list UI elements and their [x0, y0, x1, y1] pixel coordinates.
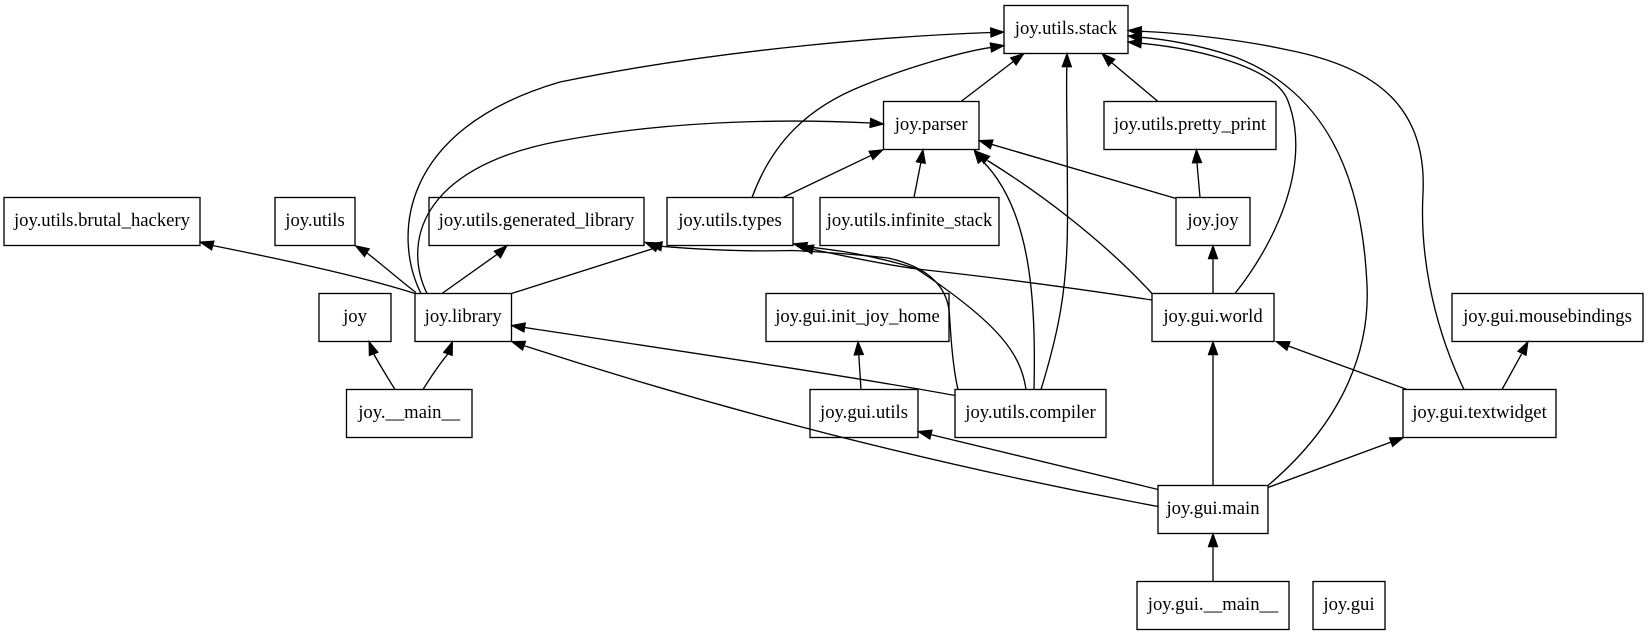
svg-text:joy.utils.compiler: joy.utils.compiler	[964, 402, 1096, 423]
svg-text:joy.utils.brutal_hackery: joy.utils.brutal_hackery	[13, 210, 191, 231]
svg-text:joy.utils.stack: joy.utils.stack	[1014, 18, 1118, 39]
svg-text:joy.utils.types: joy.utils.types	[677, 210, 781, 231]
svg-text:joy.__main__: joy.__main__	[357, 402, 461, 423]
svg-text:joy.utils.generated_library: joy.utils.generated_library	[438, 210, 635, 231]
svg-text:joy: joy	[342, 306, 368, 327]
svg-text:joy.gui.mousebindings: joy.gui.mousebindings	[1462, 306, 1632, 327]
svg-text:joy.parser: joy.parser	[894, 114, 969, 135]
svg-text:joy.gui.init_joy_home: joy.gui.init_joy_home	[774, 306, 940, 327]
svg-text:joy.gui.__main__: joy.gui.__main__	[1147, 594, 1279, 615]
svg-text:joy.joy: joy.joy	[1186, 210, 1239, 231]
svg-text:joy.gui.textwidget: joy.gui.textwidget	[1411, 402, 1547, 423]
svg-text:joy.gui: joy.gui	[1322, 594, 1374, 615]
svg-text:joy.utils: joy.utils	[284, 210, 344, 231]
svg-text:joy.gui.utils: joy.gui.utils	[819, 402, 908, 423]
svg-text:joy.gui.world: joy.gui.world	[1162, 306, 1263, 327]
svg-text:joy.gui.main: joy.gui.main	[1165, 498, 1260, 519]
svg-text:joy.utils.infinite_stack: joy.utils.infinite_stack	[826, 210, 993, 231]
svg-text:joy.utils.pretty_print: joy.utils.pretty_print	[1113, 114, 1267, 135]
svg-text:joy.library: joy.library	[424, 306, 503, 327]
